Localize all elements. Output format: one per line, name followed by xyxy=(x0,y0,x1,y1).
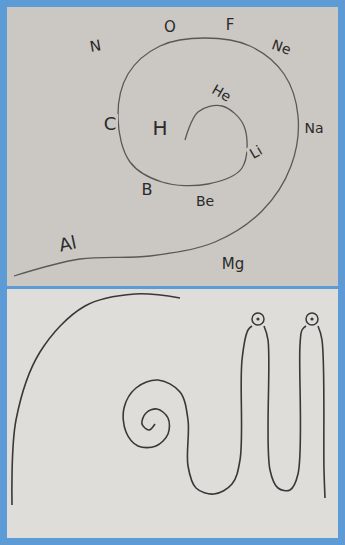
element-symbol: B xyxy=(140,181,155,199)
snail-pupil xyxy=(310,317,313,320)
element-symbol: Li xyxy=(245,141,267,163)
element-spiral xyxy=(14,38,298,276)
element-symbol: N xyxy=(87,36,105,55)
snail-eye xyxy=(306,313,318,325)
element-symbol: C xyxy=(102,114,119,134)
snail-shell xyxy=(123,326,325,498)
element-symbol: Be xyxy=(194,193,216,209)
element-symbol: Al xyxy=(55,232,80,256)
snail-eye xyxy=(252,313,264,325)
paper-panel xyxy=(7,289,338,538)
element-symbol: He xyxy=(208,80,236,105)
element-symbol: Mg xyxy=(220,256,246,273)
element-symbol: F xyxy=(224,17,237,34)
snail-pupil xyxy=(256,317,259,320)
element-symbol: Na xyxy=(302,120,325,136)
element-symbol: Ne xyxy=(268,36,295,59)
element-symbol: O xyxy=(162,19,178,36)
snail-outline xyxy=(12,294,180,505)
element-symbol: H xyxy=(150,117,169,139)
